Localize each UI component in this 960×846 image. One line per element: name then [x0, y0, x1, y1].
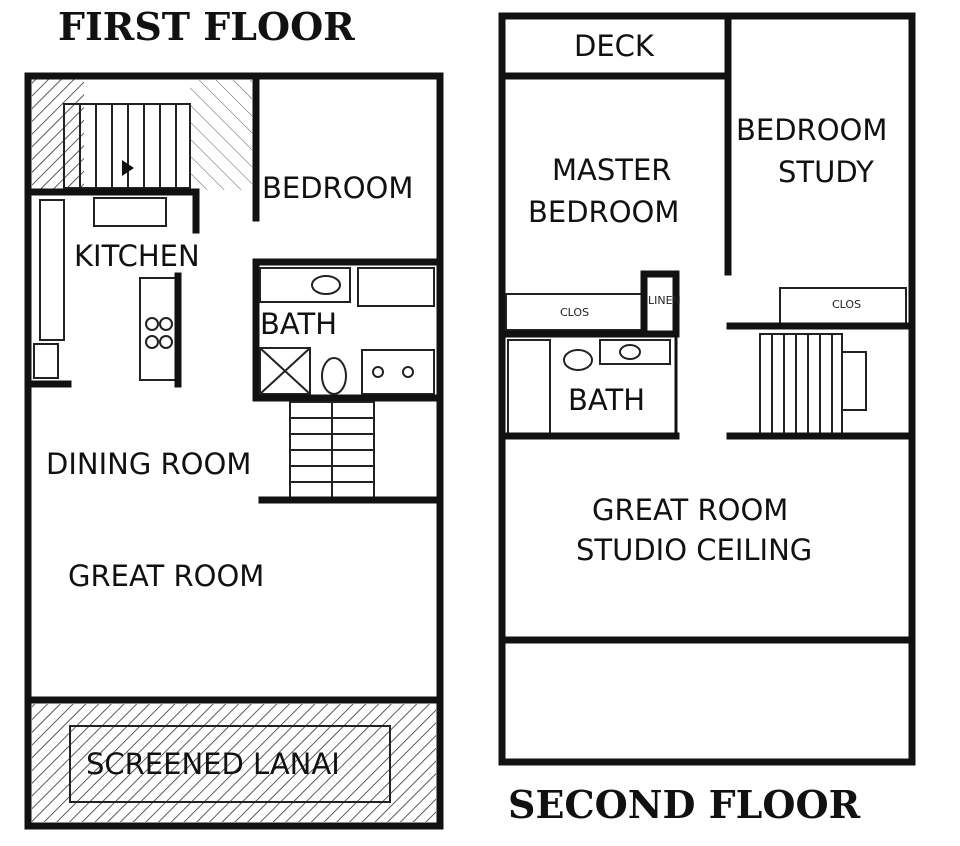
first-floor-bath-label: BATH	[260, 307, 337, 341]
shower	[259, 347, 311, 395]
first-floor-main-stairs	[289, 401, 375, 499]
upstairs-tub	[507, 339, 551, 435]
second-floor-great-room-label-line1: GREAT ROOM	[592, 493, 788, 527]
toilet	[321, 357, 347, 395]
upstairs-vanity	[599, 339, 671, 365]
first-floor-great-room-label: GREAT ROOM	[68, 559, 264, 593]
kitchen-label: KITCHEN	[74, 239, 200, 273]
first-floor-title: FIRST FLOOR	[58, 4, 355, 49]
laundry-counter	[357, 267, 435, 307]
master-closet-label: CLOS	[560, 306, 589, 319]
linen-label: LINEN	[648, 294, 681, 307]
bath-vanity	[259, 267, 351, 303]
refrigerator	[33, 343, 59, 379]
first-floor-bedroom-label: BEDROOM	[262, 171, 413, 205]
second-floor-great-room-label-line2: STUDIO CEILING	[576, 533, 812, 567]
washer-dryer	[361, 349, 435, 395]
kitchen-counter-left	[39, 199, 65, 341]
first-floor-upper-stairs	[63, 103, 191, 189]
kitchen-counter-top	[93, 197, 167, 227]
second-floor-title: SECOND FLOOR	[508, 782, 861, 827]
second-floor-bath-label: BATH	[568, 383, 645, 417]
closet-hatch	[190, 80, 252, 190]
kitchen-range	[139, 277, 179, 381]
first-floor-plan	[24, 72, 444, 830]
master-bedroom-label-line2: BEDROOM	[528, 195, 679, 229]
second-floor-stairs	[759, 333, 867, 435]
bedroom-study-label-line2: STUDY	[778, 155, 874, 189]
deck-label: DECK	[574, 29, 655, 63]
master-bedroom-label-line1: MASTER	[552, 153, 671, 187]
dining-room-label: DINING ROOM	[46, 447, 251, 481]
entry-hatch	[32, 78, 84, 190]
bedroom-study-label-line1: BEDROOM	[736, 113, 887, 147]
screened-lanai-label: SCREENED LANAI	[86, 747, 340, 781]
second-floor-plan	[498, 12, 916, 766]
upstairs-toilet	[563, 349, 593, 371]
study-closet-label: CLOS	[832, 298, 861, 311]
